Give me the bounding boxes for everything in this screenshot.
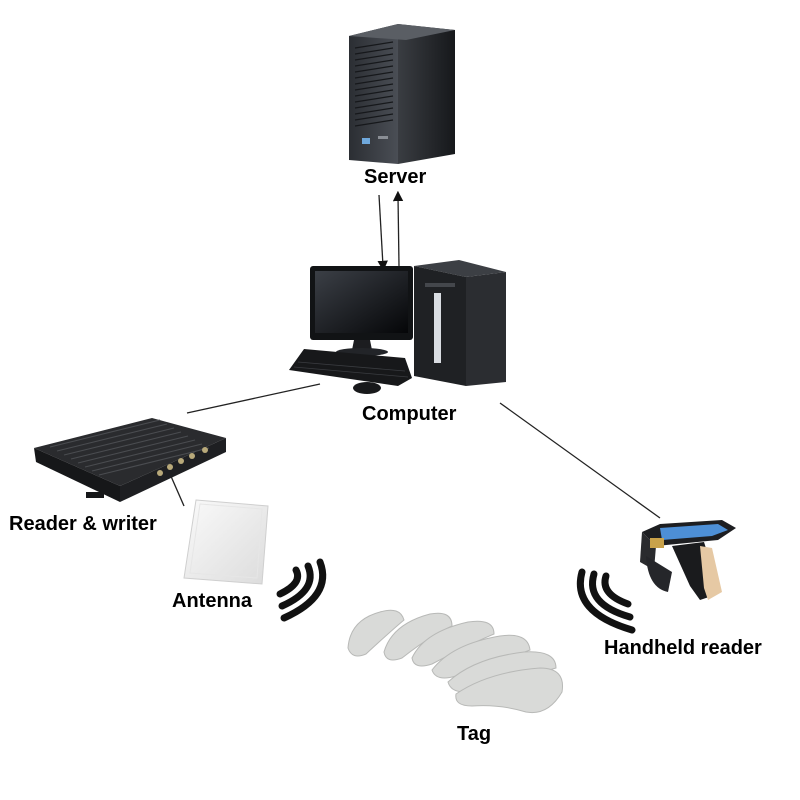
rfid-reader-icon bbox=[34, 418, 226, 502]
computer-label: Computer bbox=[362, 403, 457, 425]
computer-to-reader-line bbox=[186, 383, 321, 414]
radio-wave-icon bbox=[276, 558, 327, 622]
antenna-label: Antenna bbox=[172, 590, 252, 612]
handheld-scanner-icon bbox=[640, 520, 736, 600]
desktop-computer-icon bbox=[289, 260, 506, 394]
handheld-reader-label: Handheld reader bbox=[604, 637, 762, 659]
server-to-computer-arrow bbox=[377, 194, 388, 272]
server-label: Server bbox=[364, 166, 427, 188]
reader-to-antenna-cable bbox=[169, 473, 185, 507]
rfid-tag-icon bbox=[347, 609, 564, 714]
rfid-antenna-icon bbox=[183, 499, 269, 585]
radio-wave-icon bbox=[576, 568, 636, 634]
tag-label: Tag bbox=[457, 723, 492, 745]
connector-lines bbox=[169, 190, 661, 519]
server-tower-icon bbox=[349, 24, 455, 164]
computer-to-handheld-line bbox=[499, 402, 661, 519]
reader-writer-label: Reader & writer bbox=[9, 513, 157, 535]
computer-to-server-arrow bbox=[392, 190, 404, 267]
